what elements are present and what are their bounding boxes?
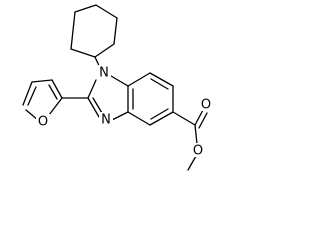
bond-c7-c6 (149, 72, 174, 87)
bond-n1-c7a (110, 75, 129, 87)
atom-label-n1: N (99, 66, 109, 81)
bond-c7-c6-double (150, 78, 169, 90)
bond-c2-n3-double (92, 97, 103, 114)
cyclohexyl-ring (70, 4, 118, 58)
bond-furan (48, 97, 63, 116)
atom-o-ester: O (191, 143, 205, 159)
atom-n3: N (99, 112, 113, 128)
bond-c2-n3 (87, 97, 100, 118)
bond (70, 11, 76, 50)
imidazole-ring (87, 75, 129, 121)
atom-label-o-carbonyl: O (201, 98, 211, 113)
atom-label-o-furan: O (38, 115, 48, 130)
bond-c5-carbonyl (172, 111, 196, 126)
bond-furan (51, 79, 63, 99)
bond-furan-double (48, 84, 58, 100)
benzene-ring (127, 72, 174, 126)
bond (70, 48, 96, 58)
bond-oester-methyl (187, 155, 197, 171)
bond (95, 4, 118, 19)
bond-c5-c4 (149, 111, 174, 126)
bond-furan-double (27, 86, 37, 106)
bond-c4-c3a (127, 111, 151, 126)
bond-furan (31, 79, 53, 83)
atom-label-n3: N (101, 113, 111, 128)
bond-n3-c3a (111, 111, 129, 121)
bond-carbonyl-double (194, 109, 204, 126)
bond (113, 17, 118, 45)
structure-canvas: N N O O O (22, 4, 213, 171)
atom-label-o-ester: O (193, 144, 203, 159)
bond-n1-c2 (87, 79, 97, 99)
atom-o-furan: O (36, 114, 50, 130)
bond (94, 43, 115, 58)
bond (74, 4, 97, 13)
atom-o-carbonyl: O (199, 97, 213, 113)
bond-c5-c4-double (150, 108, 169, 120)
bond-c7a-c7 (127, 72, 151, 87)
bond-carbonyl-oester (194, 124, 198, 145)
methyl-ester-group (172, 109, 208, 171)
benzimidazole-structure-diagram: N N O O O (22, 4, 213, 171)
atom-n1: N (97, 65, 111, 81)
furan-ring (22, 79, 89, 121)
bond-carbonyl-double-2 (198, 112, 208, 129)
bond-furan (22, 81, 33, 106)
